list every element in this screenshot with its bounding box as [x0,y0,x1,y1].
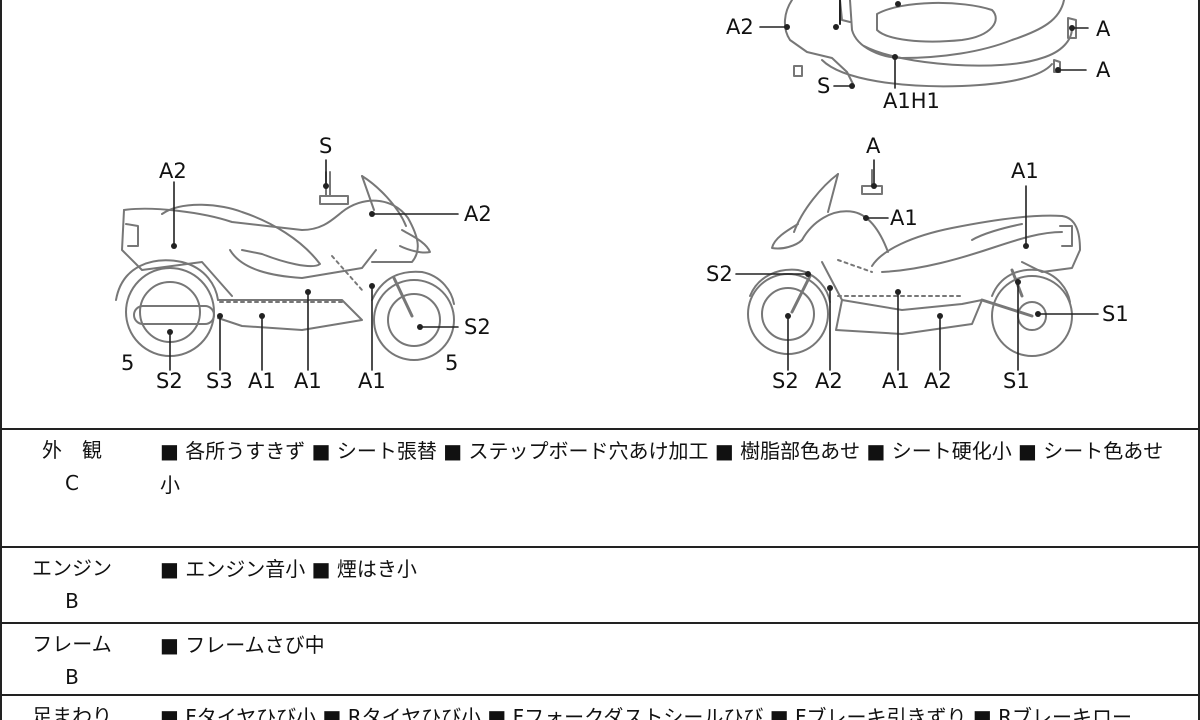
label-right-s1-side: S1 [1102,302,1129,326]
condition-row-suspension: 足まわり ■ Fタイヤひび小 ■ Rタイヤひび小 ■ Fフォークダストシールひび… [2,694,1198,720]
left-side-outline [115,171,455,361]
condition-items: ■ エンジン音小 ■ 煙はき小 [160,557,417,581]
label-left-s: S [319,134,333,158]
condition-items: ■ Fタイヤひび小 ■ Rタイヤひび小 ■ Fフォークダストシールひび ■ Fブ… [160,705,1133,720]
top-view-dots [784,1,1075,89]
label-left-a1-1: A1 [248,369,276,393]
top-view-outline [784,0,1077,88]
label-top-a-lower: A [1096,58,1111,82]
motorcycle-outlines [115,0,1099,371]
label-left-num-5: 5 [121,351,135,375]
label-right-a1-tail: A1 [1011,159,1039,183]
condition-items: ■ 各所うすきず ■ シート張替 ■ ステップボード穴あけ加工 ■ 樹脂部色あせ… [160,439,1164,497]
label-right-s2-bottom: S2 [772,369,799,393]
right-side-dots [785,183,1041,319]
label-right-a2-1: A2 [815,369,843,393]
label-right-a2-2: A2 [924,369,952,393]
label-left-s2-bottom: S2 [156,369,183,393]
condition-category: エンジン [32,556,112,580]
condition-head: フレーム B [2,628,142,694]
label-right-a1: A1 [882,369,910,393]
condition-row-engine: エンジン B ■ エンジン音小 ■ 煙はき小 [2,546,1198,622]
condition-grade: C [65,471,79,495]
condition-row-exterior: 外 観 C ■ 各所うすきず ■ シート張替 ■ ステップボード穴あけ加工 ■ … [2,428,1198,546]
label-top-a1h1: A1H1 [883,89,940,113]
label-right-s2-left: S2 [706,262,733,286]
label-left-a1-3: A1 [358,369,386,393]
label-left-a2-front: A2 [464,202,492,226]
right-side-leaders [735,159,1099,371]
condition-category: フレーム [32,632,112,656]
condition-category: 足まわり [32,704,112,720]
label-top-a-upper: A [1096,17,1111,41]
label-right-a1-bar: A1 [890,206,918,230]
condition-head: 外 観 C [2,434,142,500]
condition-category: 外 観 [42,438,102,462]
right-side-outline [747,169,1081,357]
label-top-s: S [817,74,831,98]
damage-diagram: A2 S A1H1 A A S A2 A2 S2 5 5 S2 S3 A1 A1… [2,0,1198,428]
condition-grade: B [65,589,79,613]
label-left-a1-2: A1 [294,369,322,393]
condition-grade: B [65,665,79,689]
label-left-s2-front: S2 [464,315,491,339]
condition-items: ■ フレームさび中 [160,633,325,657]
condition-head: 足まわり [2,700,142,720]
label-left-s3: S3 [206,369,233,393]
condition-head: エンジン B [2,552,142,618]
label-right-s1-bottom: S1 [1003,369,1030,393]
label-top-a2: A2 [726,15,754,39]
condition-row-frame: フレーム B ■ フレームさび中 [2,622,1198,694]
label-left-a2-tail: A2 [159,159,187,183]
left-side-leaders [169,159,459,371]
left-side-dots [167,183,423,335]
label-right-num-5: 5 [445,351,459,375]
label-right-a-top: A [866,134,881,158]
